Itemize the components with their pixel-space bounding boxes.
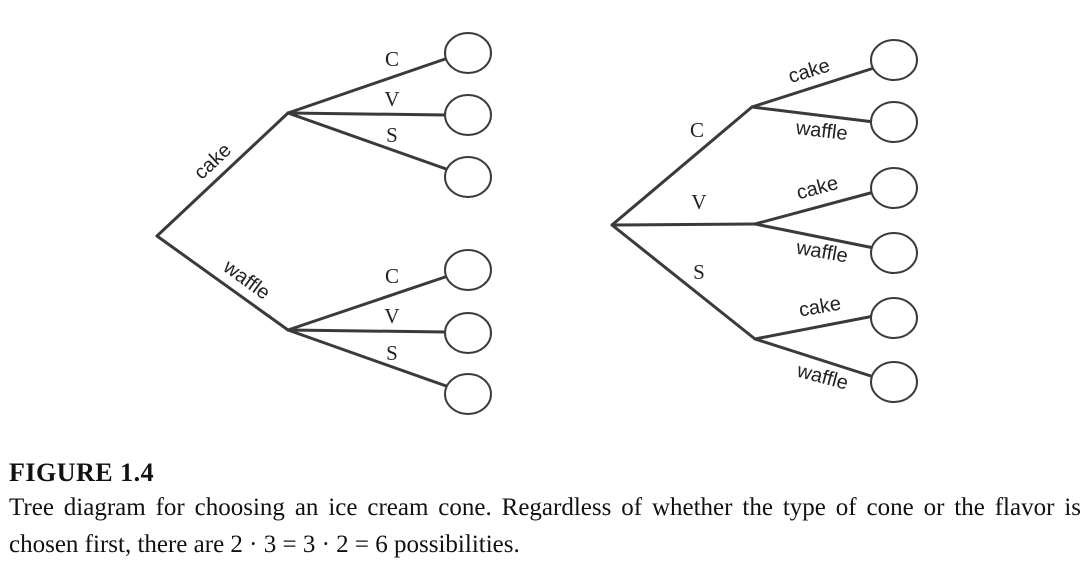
edge-waffle-c xyxy=(286,274,450,332)
edge-c-cake xyxy=(750,66,876,109)
flavor-label: V xyxy=(384,304,399,328)
flavor-label: C xyxy=(690,118,704,142)
leaf-node xyxy=(444,249,492,291)
leaf-node xyxy=(444,32,492,74)
edge-s-cake xyxy=(753,314,876,341)
figure-label: FIGURE 1.4 xyxy=(9,458,155,487)
left-tree: cake waffle C V S C V S xyxy=(155,32,492,415)
flavor-label: C xyxy=(385,264,399,288)
flavor-label: S xyxy=(386,341,398,365)
edge-cake-c xyxy=(286,56,450,115)
edge-waffle-s xyxy=(286,328,451,389)
tree-diagram: cake waffle C V S C V S C V S cake waffl… xyxy=(155,32,918,415)
figure-caption: FIGURE 1.4 Tree diagram for choosing an … xyxy=(9,457,1081,563)
edge-cake-s xyxy=(286,111,451,172)
edge-s-waffle xyxy=(753,337,876,379)
flavor-label: V xyxy=(384,87,399,111)
flavor-label: C xyxy=(385,47,399,71)
edge-root-cake xyxy=(155,111,290,238)
leaf-node xyxy=(444,94,492,136)
edge-root-c xyxy=(610,105,754,227)
cone-label: waffle xyxy=(794,360,851,395)
leaf-node xyxy=(870,101,918,143)
cone-label: cake xyxy=(797,293,842,322)
leaf-node xyxy=(870,232,918,274)
edge-root-s xyxy=(610,223,757,341)
flavor-label: S xyxy=(693,260,705,284)
cone-label: cake xyxy=(794,172,841,204)
edge-c-waffle xyxy=(750,105,876,124)
edge-root-waffle xyxy=(155,234,290,332)
edge-root-v xyxy=(610,222,757,227)
edge-v-cake xyxy=(753,190,876,226)
leaf-node xyxy=(870,297,918,339)
edge-v-waffle xyxy=(753,222,876,250)
figure-caption-text: Tree diagram for choosing an ice cream c… xyxy=(9,494,1081,558)
leaf-node xyxy=(444,312,492,354)
branch-label-cake: cake xyxy=(190,139,236,184)
cone-label: waffle xyxy=(794,117,849,145)
leaf-node xyxy=(870,361,918,403)
leaf-node xyxy=(444,373,492,415)
edge-cake-v xyxy=(286,111,448,117)
leaf-node xyxy=(870,39,918,81)
branch-label-waffle: waffle xyxy=(218,255,274,304)
right-tree: C V S cake waffle cake waffle cake waffl… xyxy=(610,39,918,403)
flavor-label: S xyxy=(386,123,398,147)
flavor-label: V xyxy=(691,190,706,214)
edge-waffle-v xyxy=(286,328,448,334)
leaf-node xyxy=(444,156,492,198)
leaf-node xyxy=(870,167,918,209)
